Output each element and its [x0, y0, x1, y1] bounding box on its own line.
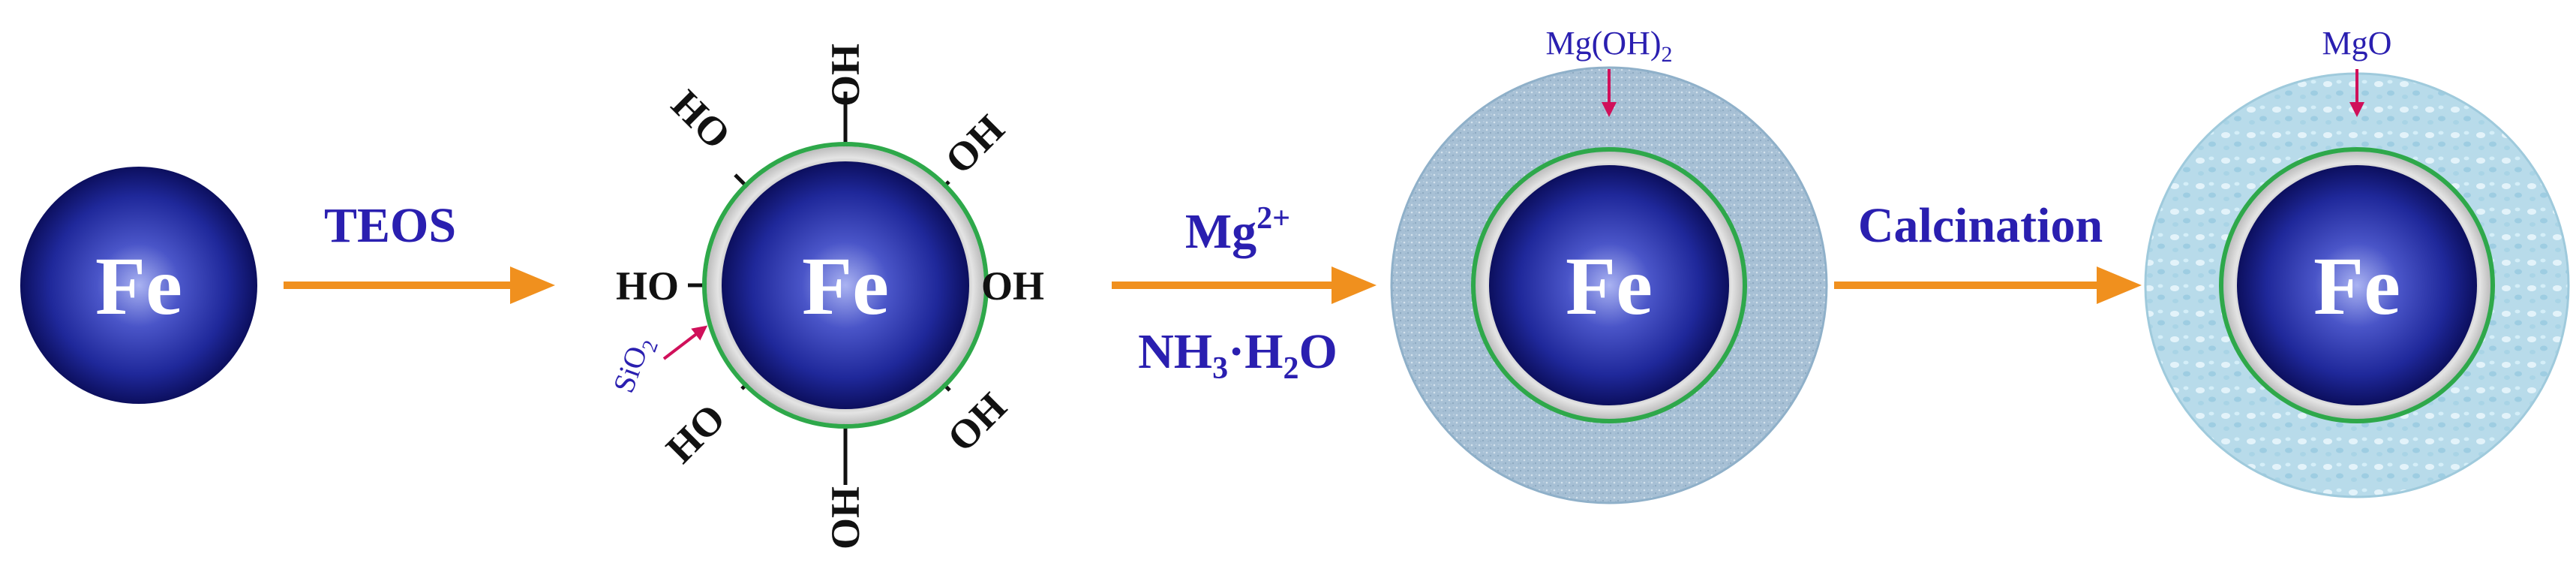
step-label-teos: TEOS [324, 198, 456, 253]
silica-ring [2219, 147, 2495, 423]
fe-particle-bare: Fe [20, 167, 257, 404]
fe-core [722, 161, 969, 409]
hydroxyl-label-lower-left: HO [657, 395, 734, 471]
fe-core-label: Fe [95, 240, 182, 332]
hydroxyl-label-lower-right: OH [938, 384, 1015, 460]
hydroxyl-label-top: OH [823, 44, 868, 107]
fe-sio2-mgoh2-particle: Fe Mg(OH)2 [1390, 25, 1828, 504]
hydroxyl-label-upper-left: HO [663, 81, 740, 158]
fe-core [1489, 165, 1729, 405]
fe-core [20, 167, 257, 404]
hydroxyl-label-upper-right: OH [936, 106, 1013, 182]
sio2-label: SiO2 [606, 332, 663, 399]
mgo-label: MgO [2322, 25, 2392, 62]
silica-ring [1471, 147, 1747, 423]
fe-core-label: Fe [1566, 240, 1653, 332]
step-label-calcination: Calcination [1858, 198, 2103, 253]
hydroxyl-label-left: HO [616, 263, 679, 309]
hydroxyl-label-bottom: OH [823, 486, 868, 549]
fe-core-label: Fe [2313, 240, 2400, 332]
step-label-ammonia: NH3·H2O [1138, 324, 1338, 386]
fe-sio2-particle: Fe OH OH OH HO OH HO OH HO SiO2 [606, 44, 1044, 549]
hydroxyl-label-right: OH [981, 263, 1044, 309]
fe-core-label: Fe [802, 240, 889, 332]
step-label-mg-ion: Mg2+ [1185, 201, 1290, 259]
arrow-mg-precipitation [1112, 266, 1377, 304]
arrow-calcination [1834, 266, 2142, 304]
fe-sio2-mgo-particle: Fe MgO [2144, 25, 2570, 498]
silica-ring [702, 142, 989, 429]
arrow-teos [284, 266, 555, 304]
fe-core [2237, 165, 2477, 405]
mgoh2-shell-rim [1390, 66, 1828, 504]
mgoh2-label: Mg(OH)2 [1546, 25, 1673, 67]
sio2-pointer [662, 325, 708, 360]
